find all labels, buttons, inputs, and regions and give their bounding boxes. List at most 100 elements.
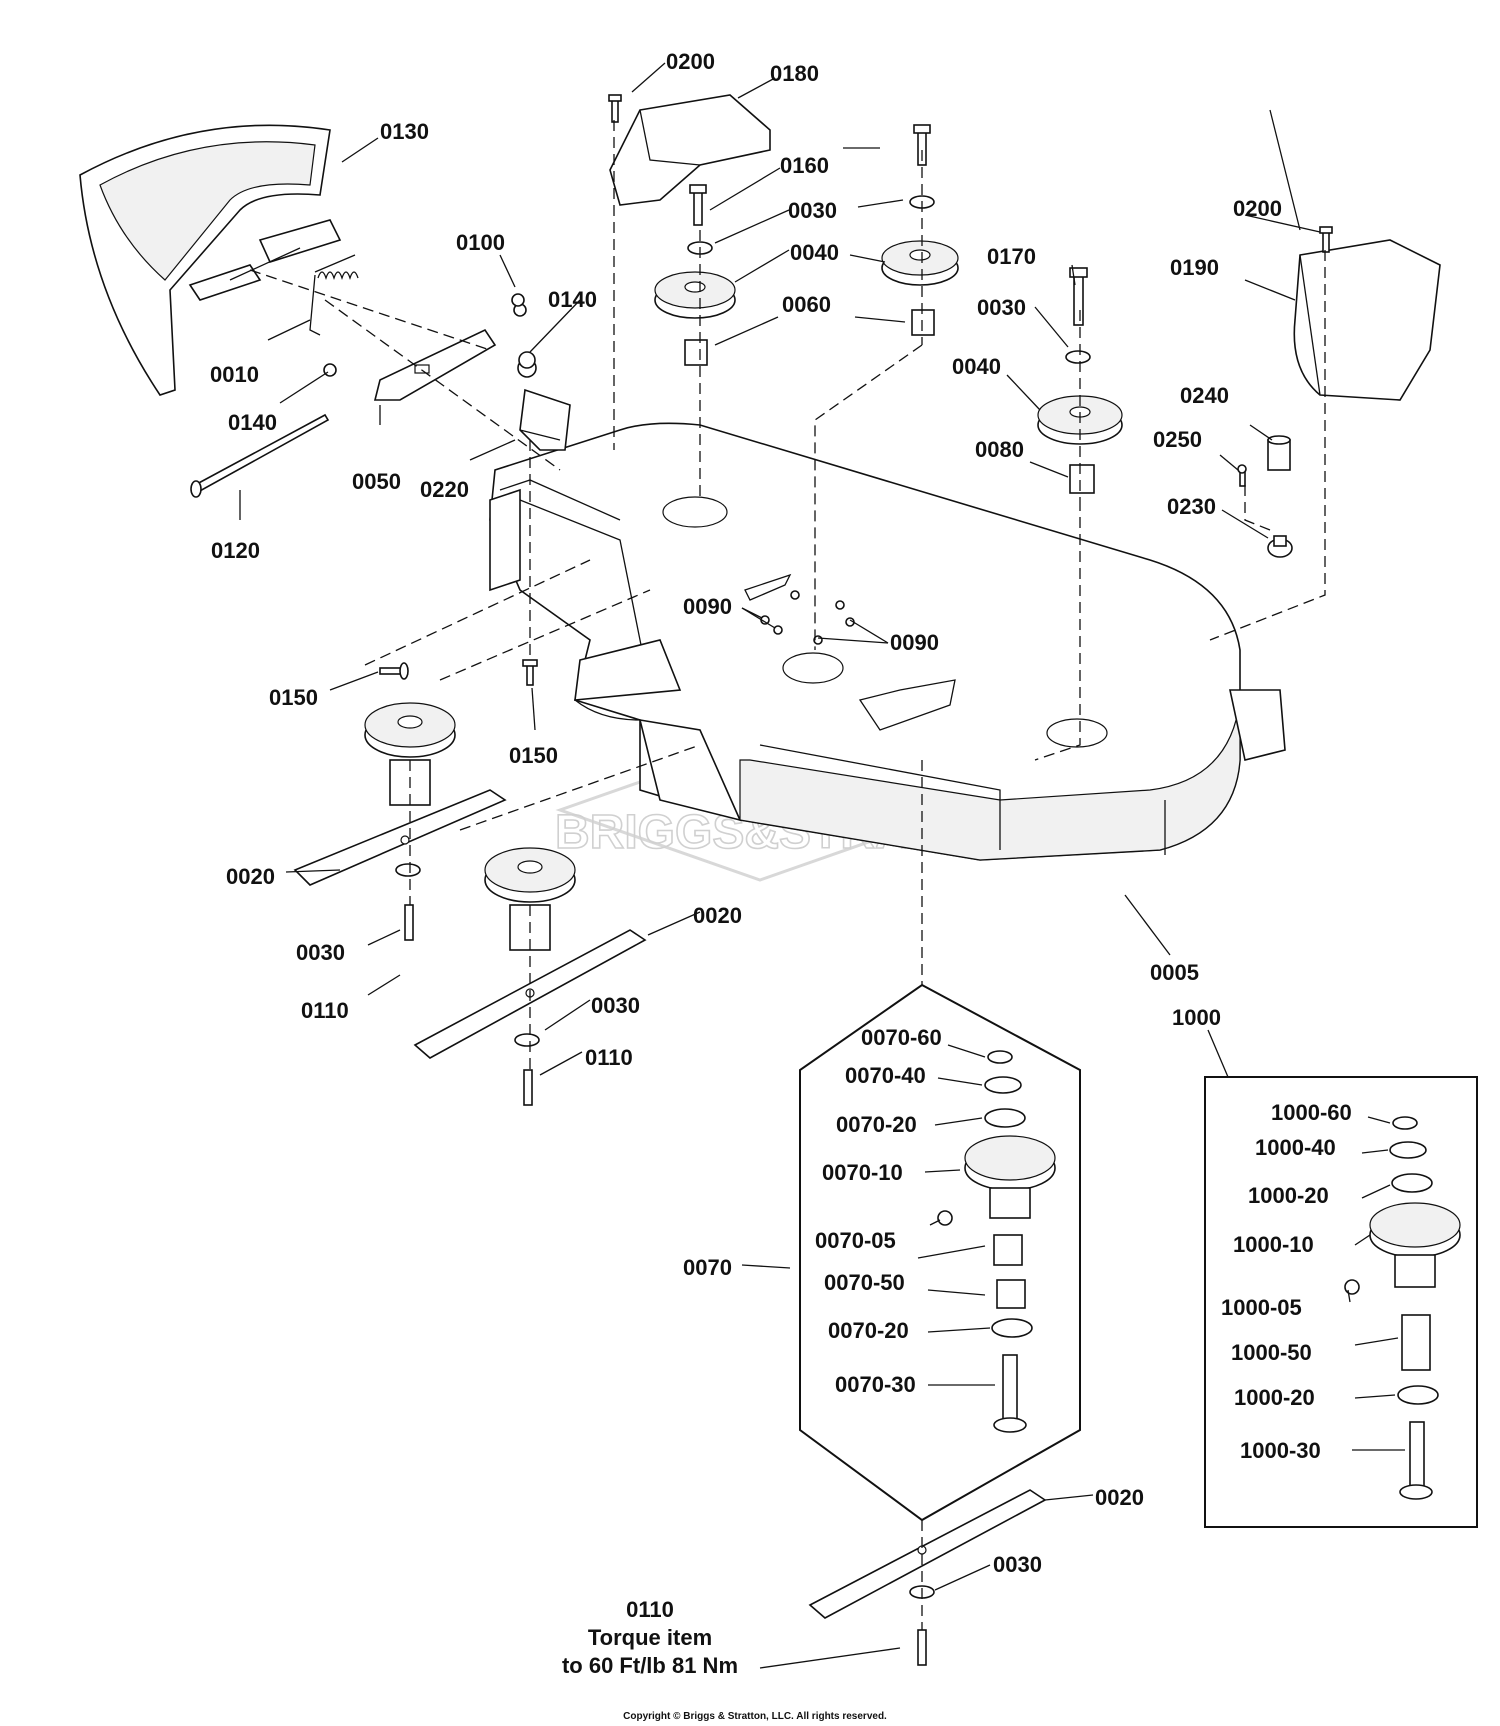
callout-0030-bottom: 0030 <box>993 1552 1042 1577</box>
bolt-0160 <box>913 124 931 166</box>
callout-0030-right: 0030 <box>977 295 1026 320</box>
fitting-0230 <box>1267 535 1293 558</box>
callout-0070-30: 0070-30 <box>835 1372 916 1397</box>
callout-0200-right: 0200 <box>1233 196 1282 221</box>
spindle-mid <box>484 847 576 951</box>
callout-0250: 0250 <box>1153 427 1202 452</box>
spacer-0060-left <box>684 339 708 366</box>
torque-note-line1: Torque item <box>588 1625 712 1650</box>
callout-0230: 0230 <box>1167 494 1216 519</box>
callout-0040-right: 0040 <box>952 354 1001 379</box>
callout-0130: 0130 <box>380 119 429 144</box>
fitting-0240 <box>1267 435 1291 471</box>
callout-labels: 0200 0180 0130 0160 0030 0200 0100 0040 … <box>210 49 1352 1577</box>
bolt-0250 <box>1237 464 1247 487</box>
callout-0140-upper: 0140 <box>548 287 597 312</box>
leader-lines <box>239 62 1405 1669</box>
callout-0005: 0005 <box>1150 960 1199 985</box>
callout-0080: 0080 <box>975 437 1024 462</box>
blade-0020-left <box>293 789 507 886</box>
bracket-0050 <box>323 303 527 401</box>
callout-0050: 0050 <box>352 469 401 494</box>
callout-0120: 0120 <box>211 538 260 563</box>
callout-1000-60: 1000-60 <box>1271 1100 1352 1125</box>
callout-0030-mid: 0030 <box>591 993 640 1018</box>
callout-1000-20-bottom: 1000-20 <box>1234 1385 1315 1410</box>
torque-note-line2: to 60 Ft/lb 81 Nm <box>562 1653 738 1678</box>
callout-0020-left: 0020 <box>226 864 275 889</box>
spindle-left <box>364 702 456 806</box>
callout-0240: 0240 <box>1180 383 1229 408</box>
rod-0120 <box>190 413 330 498</box>
callout-0070-40: 0070-40 <box>845 1063 926 1088</box>
callout-0220: 0220 <box>420 477 469 502</box>
bracket-0220 <box>517 358 571 451</box>
torque-note: 0110 Torque item to 60 Ft/lb 81 Nm <box>562 1597 738 1678</box>
callout-0070-10: 0070-10 <box>822 1160 903 1185</box>
bolt-0110-lower-mid <box>523 1069 533 1106</box>
callout-0010: 0010 <box>210 362 259 387</box>
callout-0070-60: 0070-60 <box>861 1025 942 1050</box>
bolt-0150-b <box>522 659 538 686</box>
callout-1000-20-top: 1000-20 <box>1248 1183 1329 1208</box>
washer-0030-right <box>1065 350 1091 364</box>
callout-0020-bottom: 0020 <box>1095 1485 1144 1510</box>
pulley-0040-mid <box>881 240 959 286</box>
callout-0070-20-top: 0070-20 <box>836 1112 917 1137</box>
copyright-text: Copyright © Briggs & Stratton, LLC. All … <box>623 1711 887 1722</box>
callout-0030-left: 0030 <box>296 940 345 965</box>
assembly-lines <box>249 120 1326 1630</box>
bolt-0200-left <box>608 94 622 123</box>
callout-0150-mid: 0150 <box>509 743 558 768</box>
belt-cover-0180 <box>609 94 771 206</box>
callout-0020-mid: 0020 <box>693 903 742 928</box>
bolt-0170 <box>1069 267 1088 326</box>
washer-0030-lower-mid <box>514 1033 540 1047</box>
callout-0030-top: 0030 <box>788 198 837 223</box>
callout-1000-40: 1000-40 <box>1255 1135 1336 1160</box>
bolt-0160-left <box>689 184 707 226</box>
callout-0060: 0060 <box>782 292 831 317</box>
bolt-0200-right <box>1319 226 1333 253</box>
callout-1000-10: 1000-10 <box>1233 1232 1314 1257</box>
callout-0150-left: 0150 <box>269 685 318 710</box>
callout-1000-30: 1000-30 <box>1240 1438 1321 1463</box>
nut-0100 <box>511 293 525 307</box>
spindle-assembly-1000 <box>1204 1076 1478 1528</box>
callout-0140-lower: 0140 <box>228 410 277 435</box>
spindle-assembly-0070 <box>799 983 1081 1522</box>
callout-0070-50: 0070-50 <box>824 1270 905 1295</box>
callout-0110-mid: 0110 <box>585 1045 633 1070</box>
bolt-0150-a <box>379 662 409 680</box>
callout-0110-left: 0110 <box>301 998 349 1023</box>
callout-0170: 0170 <box>987 244 1036 269</box>
spring-0010 <box>309 254 359 336</box>
bolts-0090 <box>760 590 855 645</box>
discharge-chute-0130 <box>79 124 342 396</box>
mower-deck <box>489 422 1286 861</box>
bolt-0110-bottom <box>917 1629 927 1666</box>
callout-0070-05: 0070-05 <box>815 1228 896 1253</box>
callout-0070: 0070 <box>683 1255 732 1280</box>
bolt-0110-lower-left <box>404 904 414 941</box>
spacer-0060-mid <box>911 309 935 336</box>
callout-1000-50: 1000-50 <box>1231 1340 1312 1365</box>
callout-0090-left: 0090 <box>683 594 732 619</box>
callout-0200-top: 0200 <box>666 49 715 74</box>
pulley-0040-left <box>654 271 736 319</box>
callout-0160: 0160 <box>780 153 829 178</box>
callout-0180: 0180 <box>770 61 819 86</box>
belt-cover-0190 <box>1293 239 1441 401</box>
callout-0090-right: 0090 <box>890 630 939 655</box>
callout-0190: 0190 <box>1170 255 1219 280</box>
callout-0100: 0100 <box>456 230 505 255</box>
torque-note-part: 0110 <box>626 1597 674 1622</box>
callout-1000-05: 1000-05 <box>1221 1295 1302 1320</box>
callout-0070-20-bottom: 0070-20 <box>828 1318 909 1343</box>
callout-1000: 1000 <box>1172 1005 1221 1030</box>
nut-0140-a <box>518 351 536 369</box>
spacer-0080 <box>1069 464 1095 494</box>
callout-0040-top: 0040 <box>790 240 839 265</box>
washer-0030-lower-left <box>395 863 421 877</box>
